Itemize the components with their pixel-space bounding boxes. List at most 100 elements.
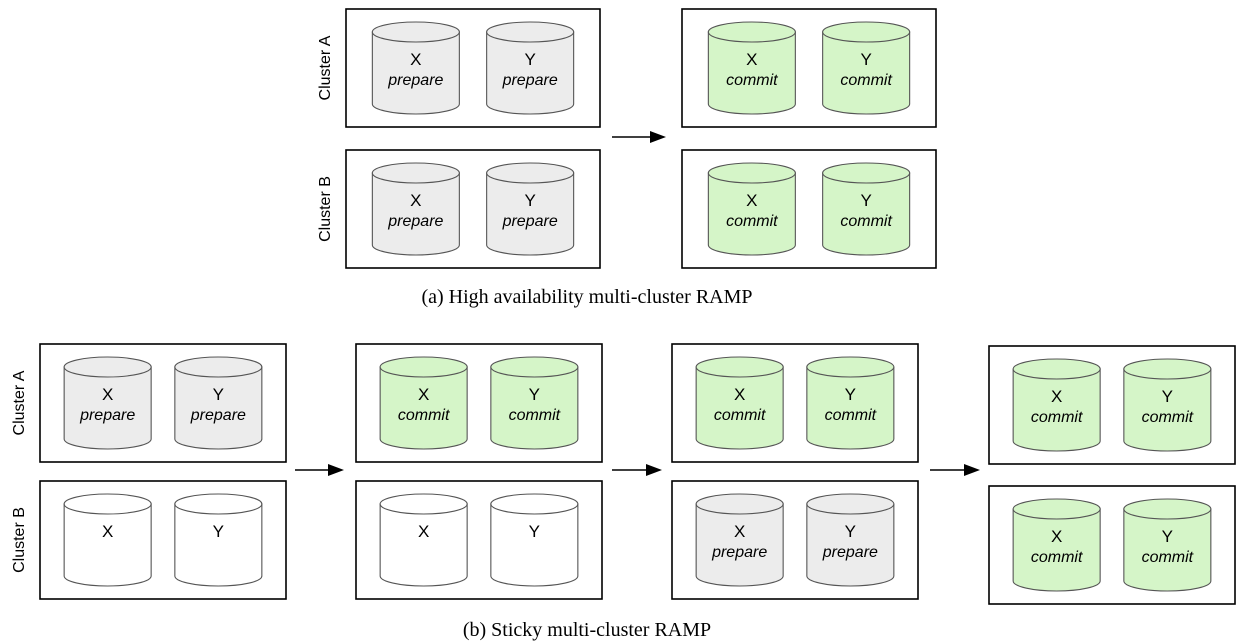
cylinder-top <box>486 21 575 43</box>
cylinder-body <box>695 503 784 587</box>
panel-a-caption: (a) High availability multi-cluster RAMP <box>421 286 752 308</box>
database-cylinder-x: X <box>379 493 468 587</box>
cylinder-body <box>63 503 152 587</box>
cylinder-body <box>174 366 263 450</box>
cylinder-top <box>806 356 895 378</box>
item-name: X <box>1051 527 1062 546</box>
cylinder-top <box>695 356 784 378</box>
cluster-label: Cluster B <box>317 176 334 242</box>
item-name: Y <box>860 50 871 69</box>
item-name: X <box>418 522 429 541</box>
item-state: commit <box>398 407 450 424</box>
cylinder-body <box>379 503 468 587</box>
cylinder-top <box>63 356 152 378</box>
cylinder-top <box>379 356 468 378</box>
item-state: commit <box>825 407 877 424</box>
item-state: commit <box>714 407 766 424</box>
cylinder-body <box>806 503 895 587</box>
cylinder-top <box>707 21 796 43</box>
item-name: X <box>734 522 745 541</box>
arrow-head-icon <box>650 131 666 143</box>
transition-arrow <box>612 131 666 143</box>
item-name: X <box>410 50 421 69</box>
item-state: commit <box>726 72 778 89</box>
cylinder-body <box>379 366 468 450</box>
item-state: commit <box>840 213 892 230</box>
cylinder-body <box>1012 368 1101 452</box>
cylinder-body <box>822 172 911 256</box>
cylinder-body <box>490 366 579 450</box>
item-name: X <box>734 385 745 404</box>
item-state: prepare <box>79 407 135 424</box>
cylinder-body <box>174 503 263 587</box>
item-name: Y <box>845 385 856 404</box>
item-name: Y <box>1162 527 1173 546</box>
arrow-head-icon <box>964 464 980 476</box>
cluster-label: Cluster A <box>317 35 334 100</box>
cylinder-top <box>371 21 460 43</box>
cylinder-top <box>174 493 263 515</box>
cylinder-top <box>822 21 911 43</box>
cylinder-top <box>1012 358 1101 380</box>
cylinder-top <box>379 493 468 515</box>
cylinder-top <box>695 493 784 515</box>
transition-arrow <box>612 464 662 476</box>
item-state: commit <box>1031 409 1083 426</box>
item-name: X <box>410 191 421 210</box>
item-state: commit <box>1142 409 1194 426</box>
cylinder-body <box>486 31 575 115</box>
cylinder-body <box>707 172 796 256</box>
database-cylinder-x: X <box>63 493 152 587</box>
item-state: prepare <box>822 544 878 561</box>
cylinder-top <box>822 162 911 184</box>
cylinder-body <box>490 503 579 587</box>
cylinder-top <box>490 493 579 515</box>
item-name: Y <box>524 191 535 210</box>
cylinder-body <box>806 366 895 450</box>
item-name: Y <box>213 522 224 541</box>
cylinder-body <box>63 366 152 450</box>
item-name: X <box>102 385 113 404</box>
cylinder-body <box>371 172 460 256</box>
cylinder-top <box>707 162 796 184</box>
item-state: prepare <box>387 72 443 89</box>
item-state: prepare <box>502 72 558 89</box>
item-name: X <box>102 522 113 541</box>
arrow-head-icon <box>328 464 344 476</box>
cluster-label: Cluster B <box>11 507 28 573</box>
item-name: X <box>746 191 757 210</box>
item-name: X <box>1051 387 1062 406</box>
cylinder-body <box>1123 368 1212 452</box>
cylinder-top <box>1123 358 1212 380</box>
cylinder-body <box>707 31 796 115</box>
item-name: Y <box>524 50 535 69</box>
item-state: commit <box>1031 549 1083 566</box>
item-name: Y <box>860 191 871 210</box>
